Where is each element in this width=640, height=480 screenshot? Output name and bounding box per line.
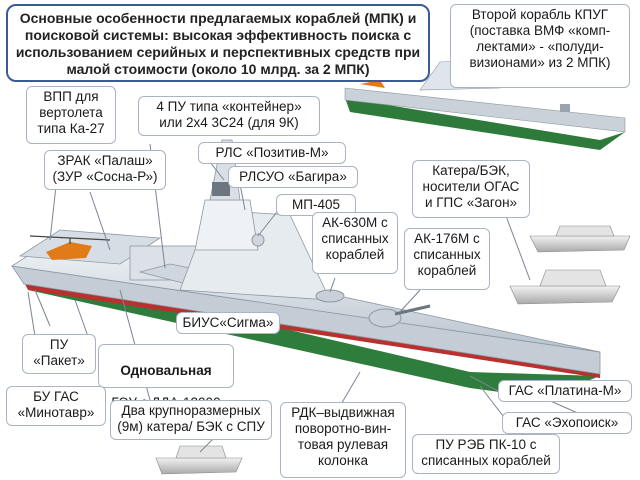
label-ak630: АК-630М с списанных кораблей (312, 212, 398, 274)
label-ehopoisk: ГАС «Эхопоиск» (502, 412, 632, 434)
label-rdk: РДК–выдвижная поворотно-вин- товая рулев… (280, 402, 406, 478)
label-engine: Одновальная ГЭУ с ДДА-12000 (98, 344, 234, 410)
label-engine-title: Одновальная (120, 363, 212, 378)
label-paket: ПУ «Пакет» (22, 334, 96, 374)
label-second-ship: Второй корабль КПУГ (поставка ВМФ «комп-… (450, 4, 630, 88)
label-helipad: ВПП для вертолета типа Ка-27 (26, 86, 116, 144)
label-pk10: ПУ РЭБ ПК-10 с списанных кораблей (412, 434, 560, 474)
label-pozitiv: РЛС «Позитив-М» (198, 142, 346, 164)
label-boats-right: Катера/БЭК, носители ОГАС и ГПС «Загон» (412, 160, 530, 218)
boat-bottom-drawing (155, 445, 243, 475)
boats-right-drawing (509, 225, 631, 305)
label-boats-bottom: Два крупноразмерных (9м) катера/ БЭК с С… (110, 400, 272, 440)
header-summary: Основные особенности предлагаемых корабл… (6, 4, 430, 82)
label-palash: ЗРАК «Палаш» (ЗУР «Сосна-Р») (44, 150, 166, 190)
label-sigma: БИУС«Сигма» (176, 312, 280, 334)
label-bagira: РЛСУО «Багира» (228, 166, 358, 188)
label-ak176: АК-176М с списанных кораблей (404, 228, 490, 290)
main-ship-drawing (10, 139, 601, 398)
label-platina: ГАС «Платина-М» (498, 380, 632, 402)
label-launchers: 4 ПУ типа «контейнер» или 2х4 3С24 (для … (138, 96, 320, 136)
label-minotavr: БУ ГАС «Минотавр» (6, 386, 106, 426)
